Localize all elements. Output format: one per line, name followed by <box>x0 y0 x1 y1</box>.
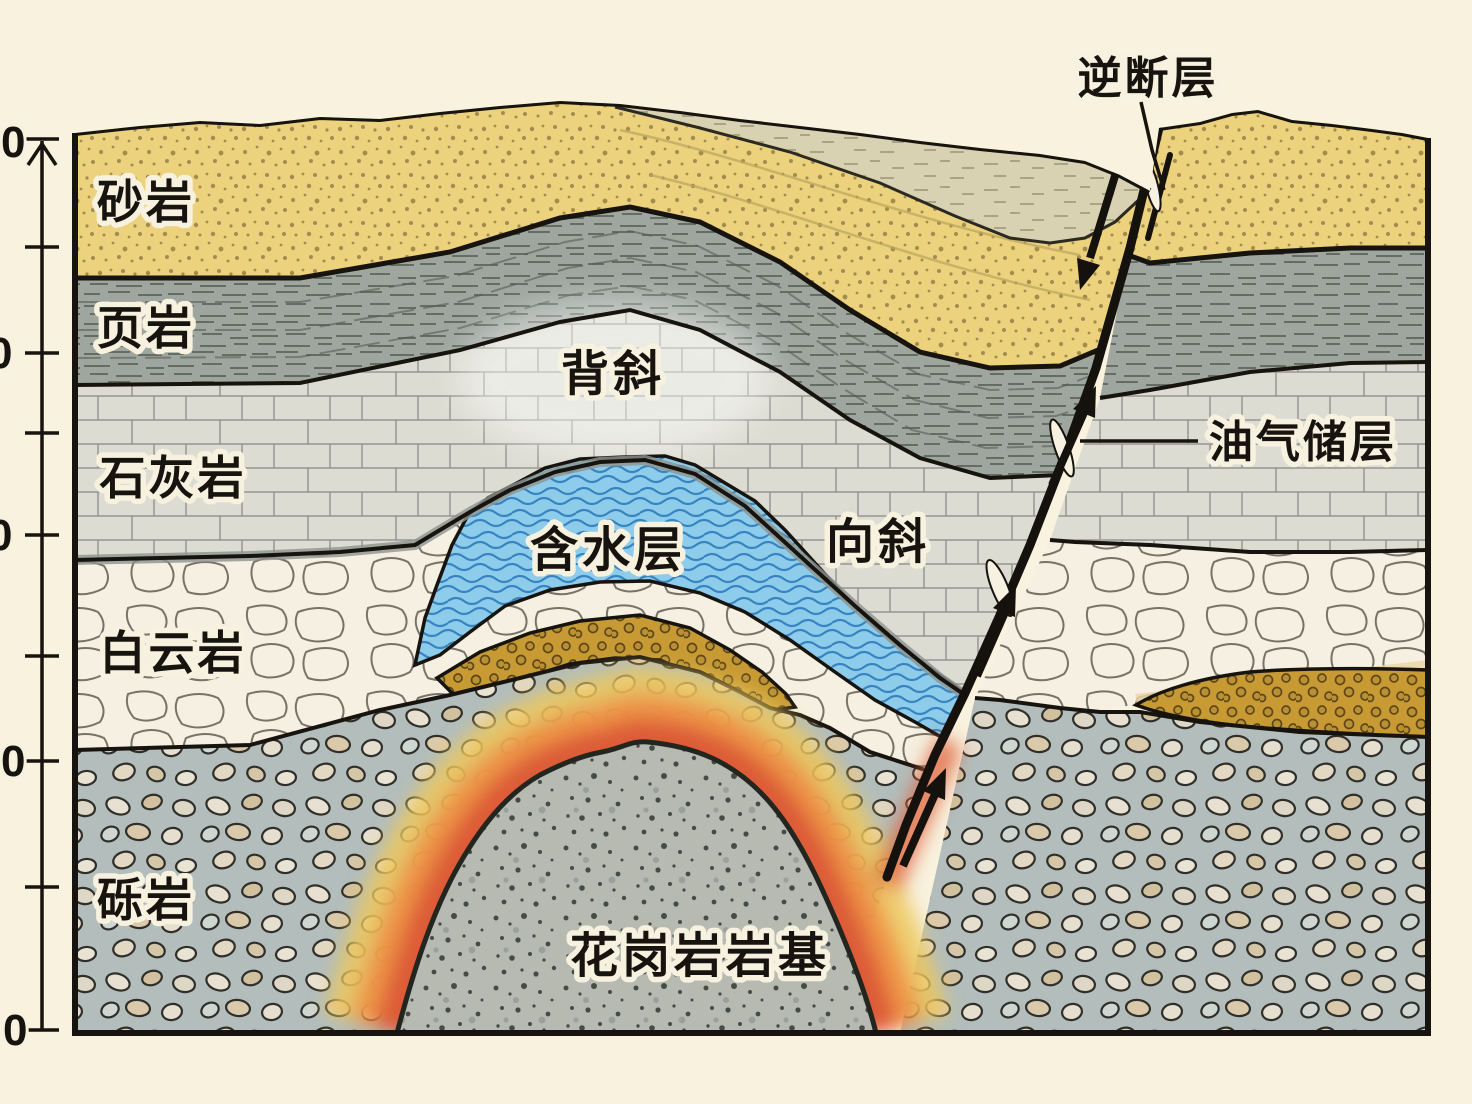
upthrow-arrow-lower <box>899 768 946 868</box>
label-shale: 页岩 <box>97 302 195 354</box>
label-limestone: 石灰岩 <box>100 452 247 504</box>
depth-tick-label: 0 <box>1 737 25 786</box>
depth-scale <box>25 137 59 1032</box>
depth-tick-label: 0 <box>0 329 12 378</box>
depth-tick-label: 0 <box>3 1006 27 1055</box>
upthrow-arrow-middle <box>973 585 1016 678</box>
fault-movement-arrows <box>899 164 1122 868</box>
fault-line <box>882 123 1164 882</box>
label-granite-batholith: 花岗岩岩基 <box>570 930 830 983</box>
footwall-block <box>75 101 1155 1033</box>
anticline-crest-highlight <box>460 300 770 456</box>
label-conglomerate: 砾岩 <box>97 874 195 926</box>
conglomerate-pebble-texture-right <box>900 698 1428 1033</box>
section-frame-border <box>72 133 1431 1036</box>
label-sandstone: 砂岩 <box>97 176 195 228</box>
label-aquifer: 含水层 <box>530 524 686 577</box>
horizon-ink-lines-right <box>974 245 1428 739</box>
depth-scale-arrow-icon <box>26 140 58 166</box>
label-syncline: 向斜 <box>826 516 930 569</box>
hanging-wall-block <box>900 110 1428 1033</box>
reverse-fault-leader-line <box>1139 101 1166 191</box>
label-dolomite: 白云岩 <box>100 627 247 679</box>
callout-leader-lines <box>1080 101 1198 443</box>
upthrow-arrow-upper <box>1048 386 1096 487</box>
depth-tick-label: 0 <box>1 118 25 167</box>
depth-scale-ticks <box>25 137 59 1032</box>
label-anticline: 背斜 <box>561 348 665 401</box>
sandstone-lamination <box>649 173 1091 302</box>
sandstone-lamination <box>619 128 1081 257</box>
depth-tick-label: 0 <box>0 511 12 560</box>
downthrow-arrow <box>1077 164 1122 290</box>
label-oil-gas-reservoir: 油气储层 <box>1209 418 1397 467</box>
label-reverse-fault: 逆断层 <box>1078 54 1219 103</box>
depth-scale-labels: 0 0 0 0 0 <box>0 115 30 1058</box>
